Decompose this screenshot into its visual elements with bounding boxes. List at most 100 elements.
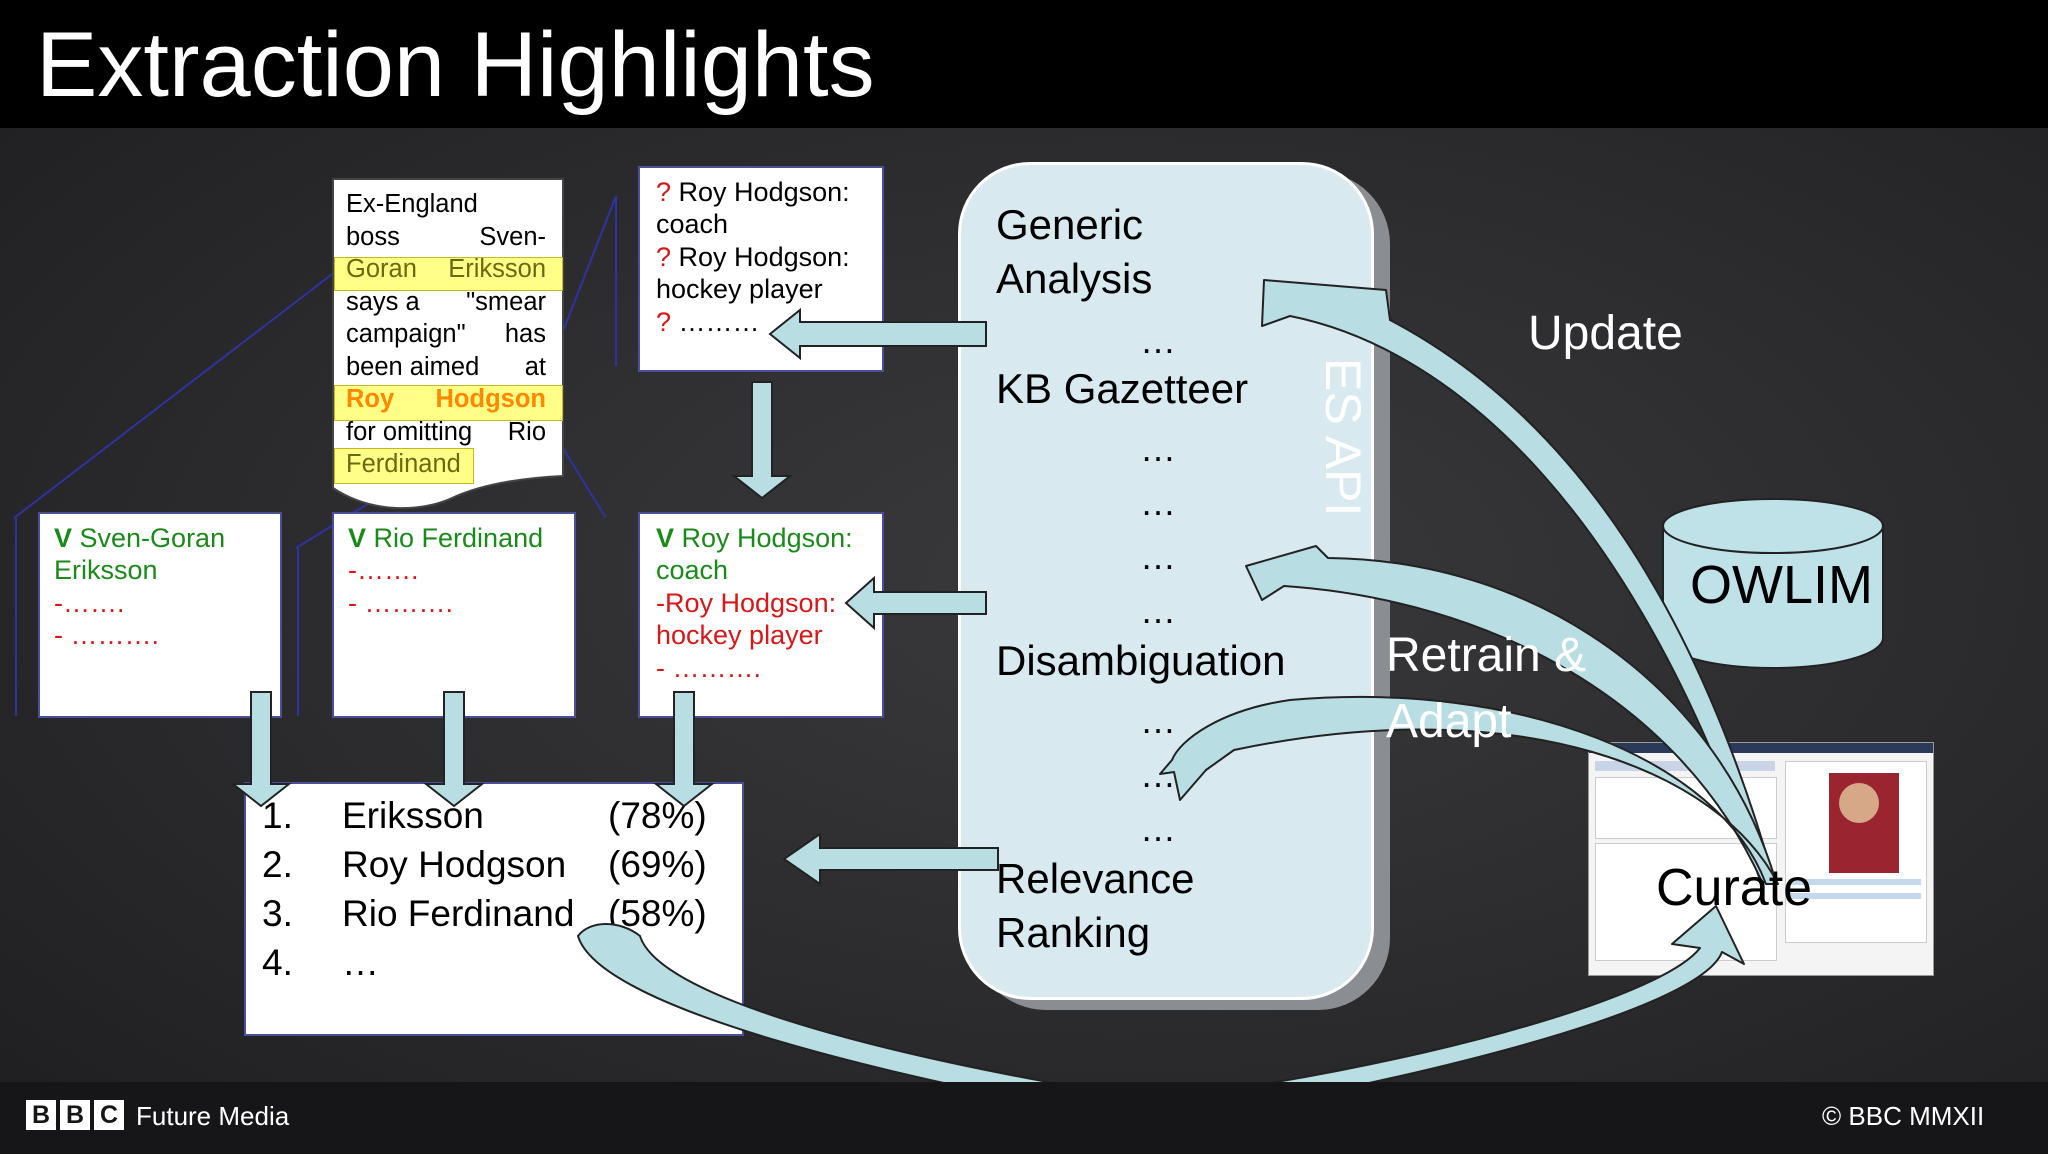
doc-word: Hodgson [435,385,546,413]
entity-box-eriksson: V Sven-Goran Eriksson -……. - ………. [38,512,282,718]
entity-line: V Roy Hodgson: [656,523,853,553]
relevance-ranking-label: Relevance [996,855,1195,902]
rank-name: … [342,942,379,983]
doc-line: for omitting Rio [346,416,546,449]
down-arrow-icon [731,381,793,500]
bbc-logo-block: B [60,1100,90,1130]
ellipsis: … [1140,428,1176,469]
entity-line: - ………. [656,653,761,683]
doc-word: been aimed [346,352,480,381]
entity-box-hodgson: V Roy Hodgson: coach -Roy Hodgson: hocke… [638,512,884,718]
down-arrow-icon [423,691,485,808]
doc-word: Eriksson [448,255,546,283]
entity-line: V Sven-Goran [54,523,226,553]
doc-line: Ferdinand [346,448,546,481]
doc-word: Sven- [479,222,546,251]
footer-brand: Future Media [136,1101,290,1131]
doc-word: says a [346,287,420,316]
doc-line: Goran Eriksson [346,253,546,286]
ellipsis: … [1140,536,1176,577]
rank-number: 4. [262,942,293,983]
highlight-hodgson [334,385,563,421]
disambiguation-label: Disambiguation [996,637,1286,684]
ellipsis: … [1140,320,1176,361]
owlim-database-icon [1662,498,1884,669]
entity-line: -Roy Hodgson: [656,588,837,618]
entity-line: -……. [348,555,419,585]
doc-word: has [504,320,546,348]
doc-line: says a "smear [346,286,546,319]
document-text: Ex-England boss Sven- Goran Eriksson says … [346,188,546,481]
candidate-line: hockey player [656,274,823,304]
highlight-ferdinand [334,448,474,484]
left-arrow-icon [844,575,987,631]
entity-line: -……. [54,588,125,618]
doc-line: been aimed at [346,351,546,384]
update-label: Update [1528,307,1683,360]
doc-word: Goran [346,255,417,283]
entity-line: - ………. [54,620,159,650]
rank-name: Roy Hodgson [342,844,567,885]
doc-line: boss Sven- [346,221,546,254]
doc-word: Rio [507,417,546,446]
doc-word: for omitting [346,417,473,446]
rank-name: Rio Ferdinand [342,893,575,934]
candidate-line: ? Roy Hodgson: [656,242,850,272]
bbc-logo: B B C [26,1100,124,1130]
bbc-logo-block: C [94,1100,124,1130]
entity-line: V Rio Ferdinand [348,523,544,553]
curate-label: Curate [1656,859,1813,917]
candidate-line: coach [656,209,729,239]
left-arrow-icon [768,307,987,361]
copyright-notice: © BBC MMXII [1822,1101,1985,1131]
candidate-line: ? ……… [656,307,760,337]
curation-tool-screenshot [1588,742,1934,976]
down-arrow-icon [230,691,292,808]
update-arrow-icon [1261,279,1775,881]
retrain-arrow-icon [1245,545,1777,883]
doc-word: boss [346,222,400,251]
down-arrow-icon [653,691,715,808]
entity-box-ferdinand: V Rio Ferdinand -……. - ………. [332,512,576,718]
adapt-label: Adapt [1386,695,1512,748]
highlight-eriksson [334,257,563,291]
footer-bar [0,1082,2048,1154]
doc-word: Ferdinand [346,450,461,478]
rank-number: 2. [262,844,293,885]
doc-word: campaign" [346,320,466,348]
doc-line: campaign" has [346,318,546,351]
rank-score: (69%) [608,844,707,885]
generic-analysis-label: Generic [996,201,1144,248]
rank-number: 3. [262,893,293,934]
generic-analysis-label: Analysis [996,255,1153,302]
doc-word: Ex-England [346,190,478,218]
bbc-logo-block: B [26,1100,56,1130]
kb-gazetteer-label: KB Gazetteer [996,365,1249,412]
entity-line: hockey player [656,620,823,650]
ellipsis: … [1140,590,1176,631]
left-arrow-icon [782,832,999,886]
doc-line: Ex-England [346,188,546,221]
doc-word: at [524,352,546,381]
entity-line: coach [656,555,729,585]
connector-line [13,267,341,519]
ellipsis: … [1140,700,1176,741]
doc-line: Roy Hodgson [346,383,546,416]
title-bar: Extraction Highlights [0,0,2048,128]
owlim-label: OWLIM [1690,555,1873,615]
relevance-ranking-label: Ranking [996,909,1151,956]
doc-word: Roy [346,385,395,413]
retrain-label: Retrain & [1386,629,1587,682]
candidate-line: ? Roy Hodgson: [656,177,850,207]
slide-title: Extraction Highlights [36,14,875,116]
ellipsis: … [1140,482,1176,523]
entity-line: Eriksson [54,555,158,585]
doc-word: "smear [466,287,546,316]
entity-line: - ………. [348,588,453,618]
adapt-arrow-icon [1159,696,1779,885]
